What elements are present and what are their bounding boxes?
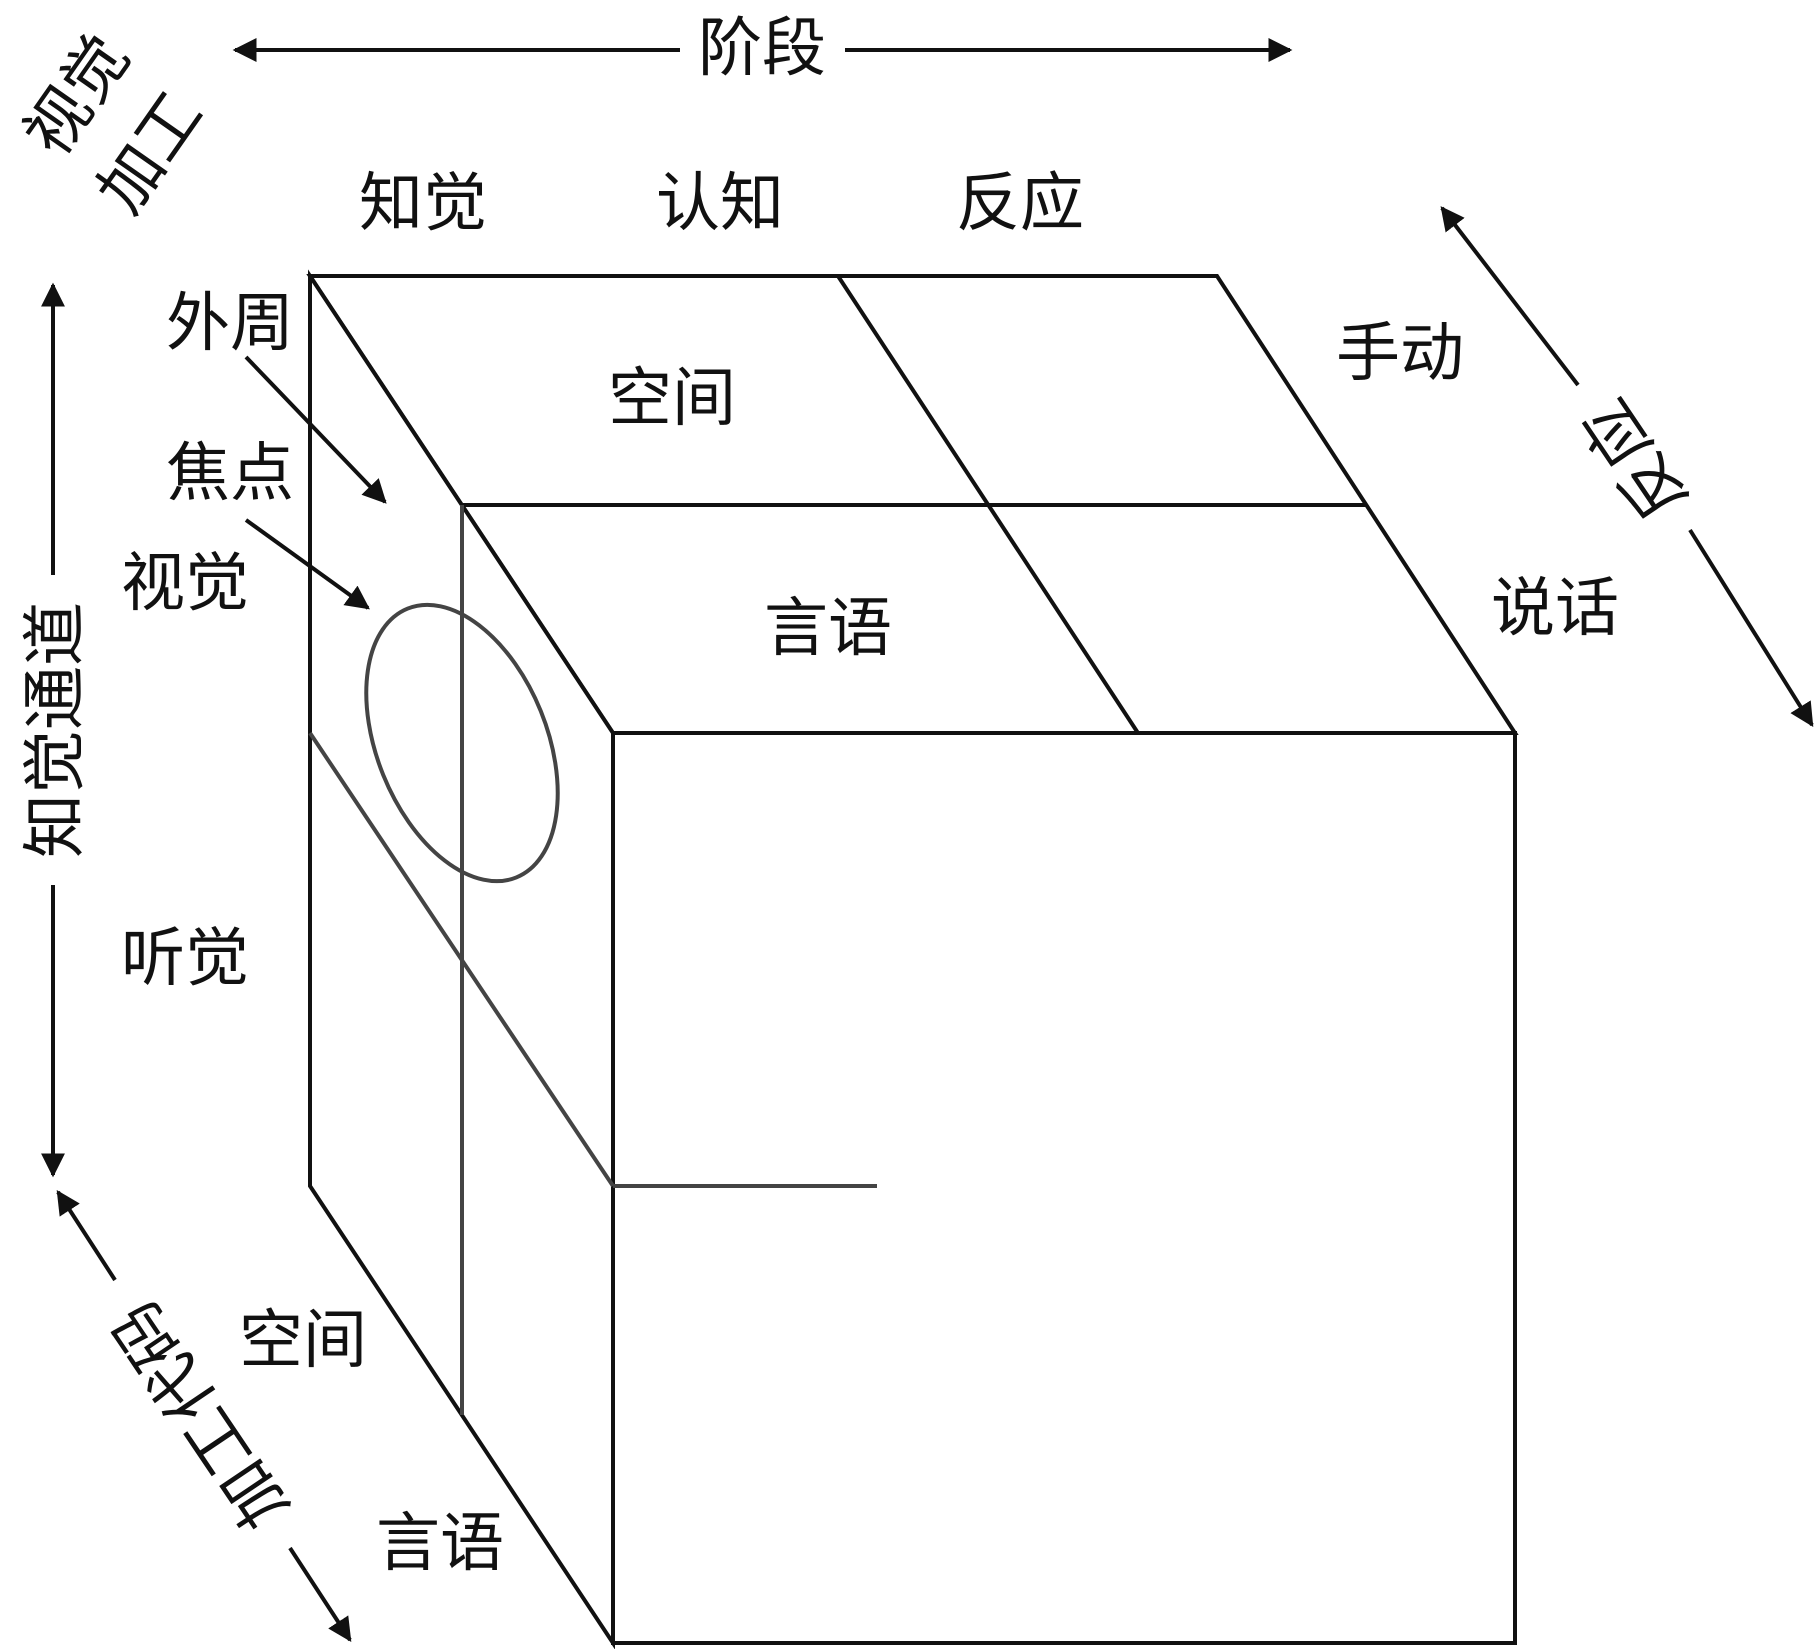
stages-axis-title: 阶段 [698, 12, 826, 86]
visual-channel-label: 视觉 [121, 547, 249, 621]
response-arrow-up [1440, 206, 1580, 387]
top-face-verbal-label: 言语 [764, 592, 892, 666]
response-axis-title: 反应 [1569, 386, 1702, 533]
axis-arrows [41, 38, 1814, 1643]
left-face-channel-divider [308, 731, 615, 1188]
focal-ellipse [364, 602, 560, 884]
stage-responding: 反应 [956, 167, 1084, 241]
cube [306, 269, 1519, 1649]
perceptual-channel-axis-title: 知觉通道 [19, 602, 93, 858]
code-arrow-up [56, 1189, 117, 1282]
response-vocal-label: 说话 [1491, 572, 1619, 646]
ambient-pointer-arrow [244, 355, 387, 504]
stage-cognition: 认知 [656, 167, 784, 241]
stage-perception: 知觉 [359, 167, 487, 241]
top-face-spatial-label: 空间 [608, 362, 736, 436]
response-label: 反应 [1569, 386, 1702, 533]
code-arrow-down [288, 1546, 352, 1643]
perceptual-channel-label: 知觉通道 [19, 602, 93, 858]
focal-pointer-arrow [244, 518, 370, 610]
focal-label: 焦点 [166, 437, 294, 511]
code-verbal-label: 言语 [376, 1507, 504, 1581]
response-manual-label: 手动 [1336, 317, 1464, 391]
auditory-channel-label: 听觉 [121, 922, 249, 996]
response-arrow-down [1688, 528, 1814, 728]
code-spatial-label: 空间 [239, 1304, 367, 1378]
ambient-label: 外周 [166, 287, 294, 361]
